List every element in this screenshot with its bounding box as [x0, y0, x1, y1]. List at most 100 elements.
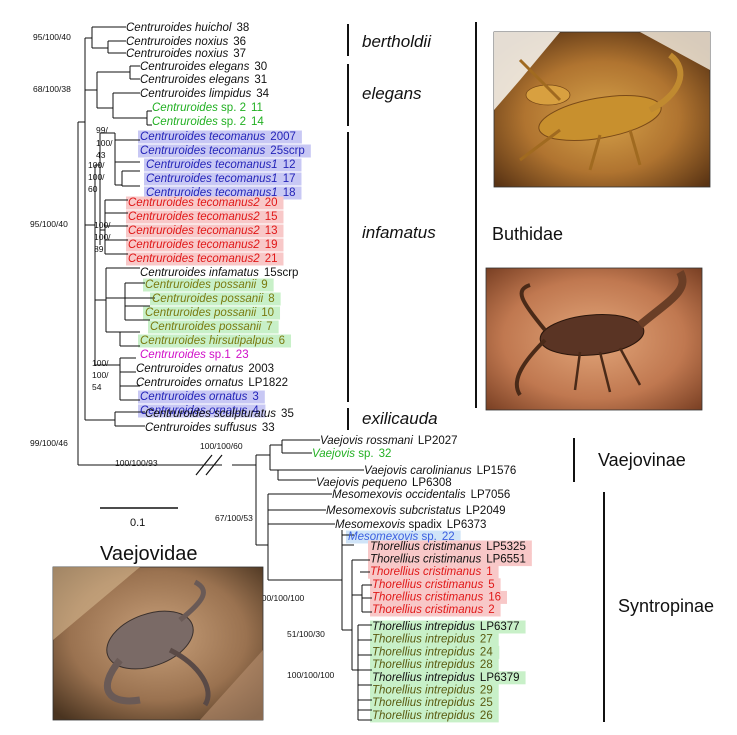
support-value: 100/100/100 [287, 670, 335, 680]
taxon-species-qualifier: sp. 2 [221, 116, 246, 128]
taxon-binomial: Centruroides tecomanus1 [146, 187, 278, 199]
tree-branches [77, 26, 372, 721]
taxon-binomial: Vaejovis carolinianus [364, 465, 472, 477]
support-value: 100/ [94, 232, 111, 242]
support-value: 43 [96, 150, 106, 160]
taxon-binomial: Thorellius cristimanus [372, 579, 483, 591]
taxon-binomial: Thorellius cristimanus [370, 541, 481, 553]
taxon-specimen-id: 19 [265, 239, 278, 251]
support-value: 100/ [88, 160, 105, 170]
taxon-binomial: Centruroides elegans [140, 74, 250, 86]
family-label-buthidae: Buthidae [492, 224, 563, 244]
support-value: 68/100/38 [33, 84, 71, 94]
taxon-binomial: Centruroides [152, 116, 221, 128]
family-label-vaejovinae: Vaejovinae [598, 450, 686, 470]
taxon-highlight [144, 186, 302, 200]
taxon-specimen-id: LP6373 [447, 519, 487, 531]
taxon-specimen-id: LP1822 [248, 377, 288, 389]
clade-label-elegans: elegans [362, 84, 422, 103]
taxon-specimen-id: 37 [233, 48, 246, 60]
taxon-highlight [150, 292, 281, 306]
support-value: 100/ [92, 358, 109, 368]
taxon-binomial: Centruroides huichol [126, 22, 232, 34]
taxon-label: Centruroides ornatus 4 [140, 405, 259, 417]
taxon-binomial: Centruroides possanii [150, 321, 262, 333]
scale-bar-label: 0.1 [130, 517, 145, 529]
taxon-specimen-id: 13 [265, 225, 278, 237]
taxon-specimen-id: 2007 [270, 131, 296, 143]
taxon-binomial: Centruroides tecomanus1 [146, 159, 278, 171]
taxon-specimen-id: 17 [283, 173, 296, 185]
taxon-binomial: Centruroides suffusus [145, 422, 257, 434]
support-value: 95/100/40 [33, 32, 71, 42]
clade-label-infamatus: infamatus [362, 223, 436, 242]
taxon-highlight [126, 210, 284, 224]
support-value: 100/100/100 [257, 593, 305, 603]
taxon-specimen-id: 4 [252, 405, 259, 417]
taxon-specimen-id: 6 [279, 335, 285, 347]
taxon-specimen-id: 15scrp [264, 267, 299, 279]
family-label-syntropinae: Syntropinae [618, 596, 714, 616]
photo-scorpion-vaejovid [52, 566, 264, 721]
taxon-specimen-id: 12 [283, 159, 296, 171]
taxon-binomial: Centruroides tecomanus [140, 131, 266, 143]
taxon-binomial: Mesomexovis [348, 531, 422, 543]
taxon-highlight [138, 390, 265, 404]
taxon-binomial: Centruroides [140, 349, 209, 361]
taxon-binomial: Thorellius intrepidus [372, 710, 475, 722]
support-value: 100/ [94, 220, 111, 230]
taxon-binomial: Centruroides hirsutipalpus [140, 335, 274, 347]
taxon-highlight [346, 530, 461, 544]
taxon-specimen-id: 18 [283, 187, 296, 199]
taxon-highlight [126, 252, 284, 266]
taxon-binomial: Centruroides [152, 102, 221, 114]
taxon-label: Centruroides sp. 2 14 [152, 116, 264, 128]
taxon-specimen-id: 14 [251, 116, 264, 128]
taxon-highlight [370, 603, 501, 617]
support-value: 100/ [92, 370, 109, 380]
taxon-binomial: Thorellius cristimanus [370, 554, 481, 566]
taxon-specimen-id: 29 [480, 685, 493, 697]
taxon-binomial: Centruroides tecomanus2 [128, 197, 260, 209]
taxon-highlight [370, 684, 499, 697]
taxon-binomial: Centruroides elegans [140, 61, 250, 73]
support-value: 100/100/60 [200, 441, 243, 451]
taxon-binomial: Thorellius cristimanus [370, 566, 481, 578]
taxon-specimen-id: LP6551 [486, 554, 526, 566]
taxon-specimen-id: 25scrp [270, 145, 305, 157]
taxon-highlight [370, 620, 526, 634]
taxon-label: Centruroides hirsutipalpus 6 [140, 335, 285, 347]
taxon-specimen-id: 31 [254, 74, 267, 86]
taxon-highlight [370, 696, 499, 710]
taxon-binomial: Centruroides ornatus [140, 405, 248, 417]
taxon-specimen-id: 2003 [248, 363, 274, 375]
support-value: 99/ [96, 125, 108, 135]
taxon-specimen-id: 24 [480, 646, 493, 658]
taxon-binomial: Mesomexovis occidentalis [332, 489, 466, 501]
taxon-highlight [138, 144, 311, 158]
taxon-specimen-id: LP2049 [466, 505, 506, 517]
taxon-binomial: Centruroides sculpturatus [145, 408, 276, 420]
taxon-highlight [370, 658, 499, 672]
taxon-specimen-id: LP6308 [412, 477, 452, 489]
support-value: 100/ [96, 138, 113, 148]
taxon-species-qualifier: sp.1 [209, 349, 231, 361]
taxon-highlight [370, 709, 499, 723]
taxon-highlight [144, 172, 302, 186]
taxon-label: Vaejovis sp.32 [312, 448, 391, 460]
